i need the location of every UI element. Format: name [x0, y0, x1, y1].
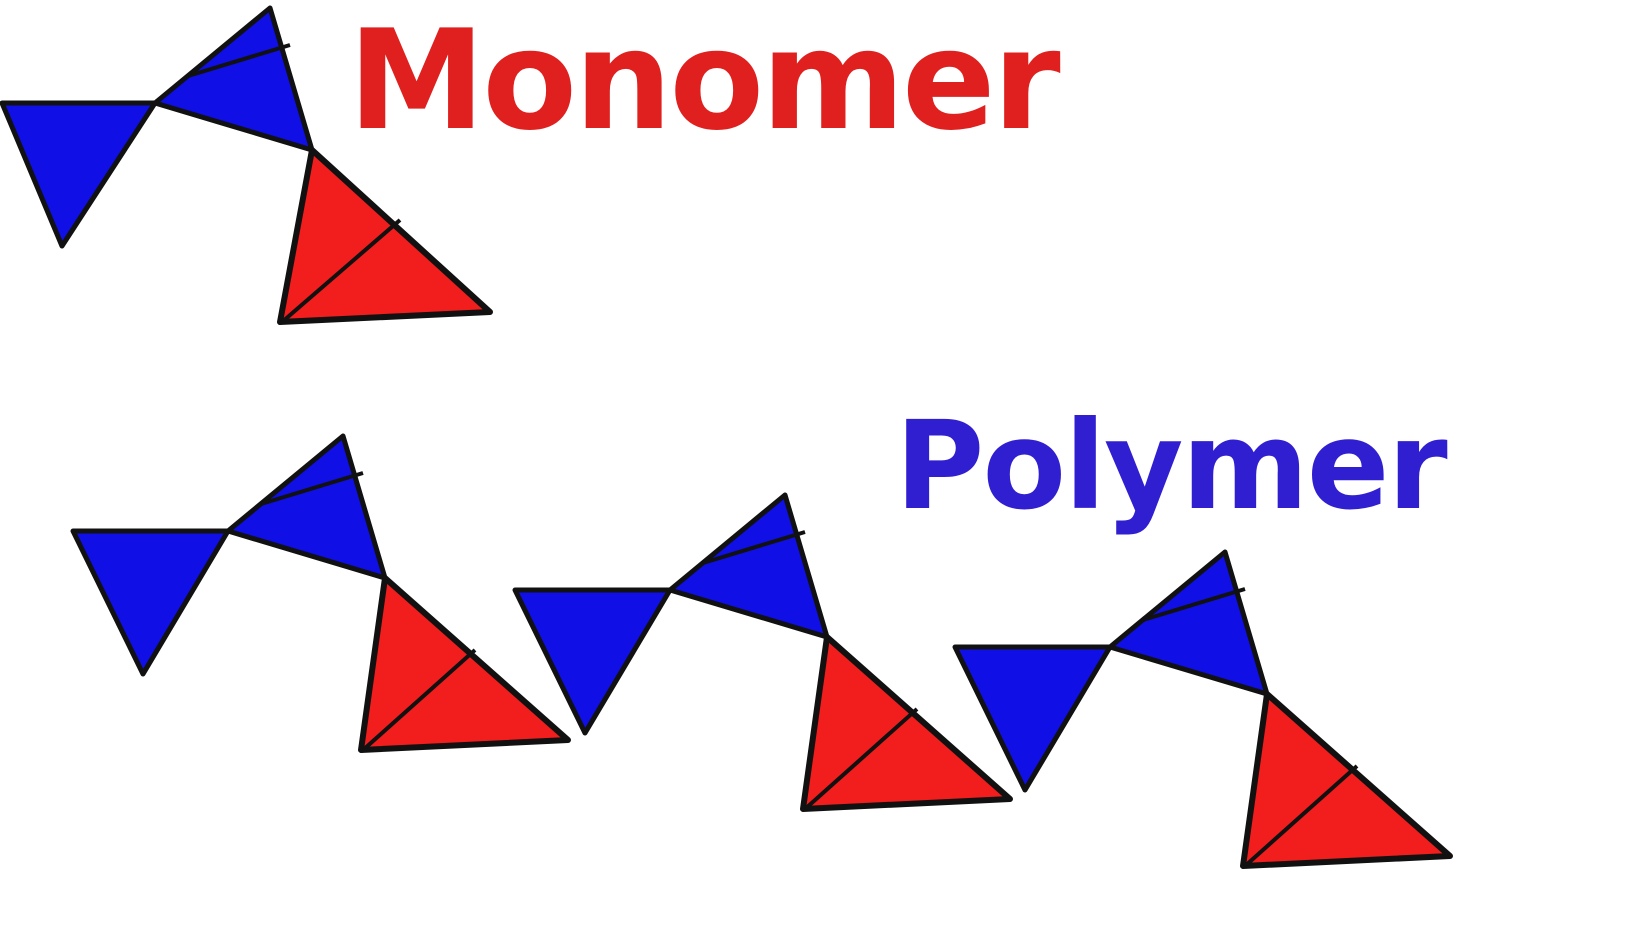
monomer-blue-inner-line — [187, 43, 291, 78]
monomer-blue-triangle-left — [0, 100, 158, 249]
polymer-3-blue-inner-line — [1142, 587, 1246, 622]
polymer-3-blue-triangle-upper — [1107, 549, 1270, 697]
polymer-3-blue-triangle-left — [952, 644, 1113, 793]
polymer-2-red-inner-line — [803, 707, 919, 811]
polymer-2-blue-triangle-upper — [667, 492, 830, 640]
monomer-unit — [0, 5, 493, 325]
polymer-3-red-inner-line — [1243, 764, 1359, 868]
polymer-1-blue-triangle-left — [70, 528, 231, 677]
polymer-unit-3 — [952, 549, 1453, 869]
monomer-red-inner-line — [280, 218, 402, 324]
polymer-1-red-inner-line — [361, 648, 477, 752]
polymer-2-blue-inner-line — [702, 530, 806, 565]
polymer-1-blue-triangle-upper — [225, 433, 388, 581]
polymer-unit-2 — [512, 492, 1013, 812]
monomer-label: Monomer — [348, 0, 1061, 161]
polymer-1-blue-inner-line — [260, 471, 364, 506]
polymer-unit-1 — [70, 433, 571, 753]
polymer-2-blue-triangle-left — [512, 587, 673, 736]
monomer-blue-triangle-upper — [152, 5, 315, 153]
polymer-label: Polymer — [895, 395, 1448, 537]
